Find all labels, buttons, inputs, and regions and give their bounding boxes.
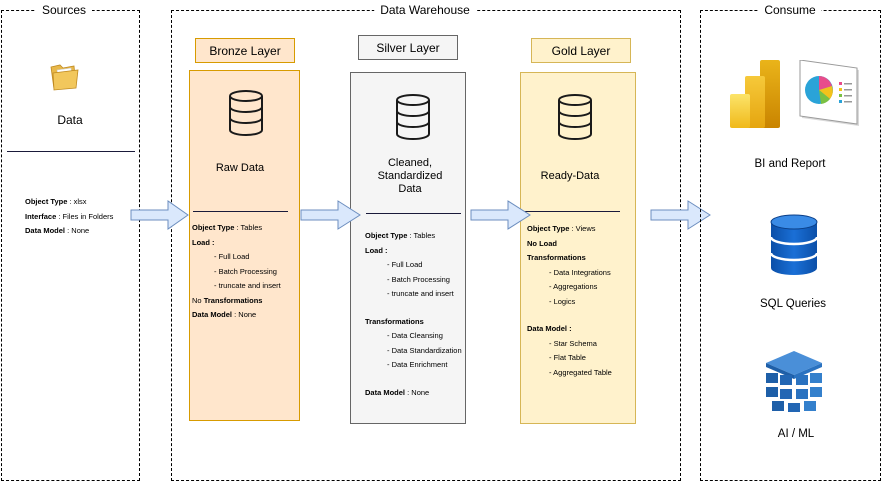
gold-transformation-item: - Data Integrations <box>549 267 611 277</box>
silver-load-item: - Full Load <box>387 260 423 269</box>
gold-transformation-item: - Logics <box>549 296 576 306</box>
silver-layer-tag: Silver Layer <box>358 35 458 60</box>
bronze-no-transformations: No Transformations <box>192 295 263 305</box>
silver-data-model: Data Model : None <box>365 387 430 397</box>
sql-queries-label: SQL Queries <box>759 298 827 310</box>
arrow-silver-to-gold <box>470 200 531 230</box>
report-chart-icon <box>799 60 859 126</box>
bronze-load-item: - Batch Processing <box>214 266 277 276</box>
silver-title: Cleaned, Standardized Data <box>377 157 443 195</box>
silver-info: Object Type : Tables Load : - Full Load … <box>365 229 462 400</box>
gold-info: Object Type : Views No Load Transformati… <box>527 222 612 380</box>
bi-report-label: BI and Report <box>754 158 826 170</box>
gold-no-load: No Load <box>527 238 557 248</box>
warehouse-title: Data Warehouse <box>374 3 476 17</box>
gold-data-model-item: - Aggregated Table <box>549 367 612 377</box>
powerbi-icon <box>730 60 780 128</box>
bronze-data-model: Data Model : None <box>192 310 257 319</box>
gold-data-model-item: - Star Schema <box>549 338 597 348</box>
bronze-object-type: Object Type : Tables <box>192 223 263 232</box>
sql-database-icon <box>769 214 819 275</box>
sources-data-label: Data <box>57 113 83 127</box>
gold-transformation-item: - Aggregations <box>549 282 598 291</box>
silver-divider <box>366 213 461 214</box>
ai-ml-label: AI / ML <box>777 428 815 440</box>
gold-object-type: Object Type : Views <box>527 224 596 233</box>
gold-divider <box>525 211 620 212</box>
bronze-divider <box>193 211 288 212</box>
gold-transformations-heading: Transformations <box>527 253 586 262</box>
bronze-layer-column <box>189 70 300 421</box>
sources-divider <box>7 151 135 152</box>
arrow-gold-to-consume <box>650 200 711 230</box>
silver-transformation-item: - Data Standardization <box>387 345 462 355</box>
silver-database-icon <box>396 94 430 140</box>
gold-layer-column <box>520 72 636 424</box>
gold-layer-tag: Gold Layer <box>531 38 631 63</box>
silver-transformations-heading: Transformations <box>365 316 424 326</box>
gold-database-icon <box>558 94 592 140</box>
sources-object-type: Object Type : xlsx <box>25 197 87 206</box>
silver-layer-column <box>350 72 466 424</box>
gold-data-model-item: - Flat Table <box>549 353 586 362</box>
silver-load-item: - truncate and insert <box>387 289 454 298</box>
sources-title: Sources <box>35 3 93 17</box>
bronze-database-icon <box>229 90 263 136</box>
consume-title: Consume <box>758 3 822 17</box>
silver-load-heading: Load : <box>365 245 388 255</box>
bronze-load-item: - Full Load <box>214 252 250 261</box>
bronze-title: Raw Data <box>215 162 265 174</box>
silver-transformation-item: - Data Enrichment <box>387 360 448 369</box>
arrow-sources-to-bronze <box>130 200 189 230</box>
sources-info: Object Type : xlsx Interface : Files in … <box>25 195 113 239</box>
bronze-layer-tag: Bronze Layer <box>195 38 295 63</box>
silver-transformation-item: - Data Cleansing <box>387 331 443 340</box>
folder-icon <box>50 64 79 91</box>
sources-interface: Interface : Files in Folders <box>25 211 114 221</box>
bronze-info: Object Type : Tables Load : - Full Load … <box>192 221 281 323</box>
silver-load-item: - Batch Processing <box>387 274 450 284</box>
gold-data-model-heading: Data Model : <box>527 324 572 333</box>
bronze-load-item: - truncate and insert <box>214 281 281 290</box>
arrow-bronze-to-silver <box>300 200 361 230</box>
gold-title: Ready-Data <box>540 170 600 182</box>
ai-ml-icon <box>766 351 822 412</box>
silver-object-type: Object Type : Tables <box>365 231 436 240</box>
sources-data-model: Data Model : None <box>25 226 90 235</box>
bronze-load-heading: Load : <box>192 237 215 247</box>
